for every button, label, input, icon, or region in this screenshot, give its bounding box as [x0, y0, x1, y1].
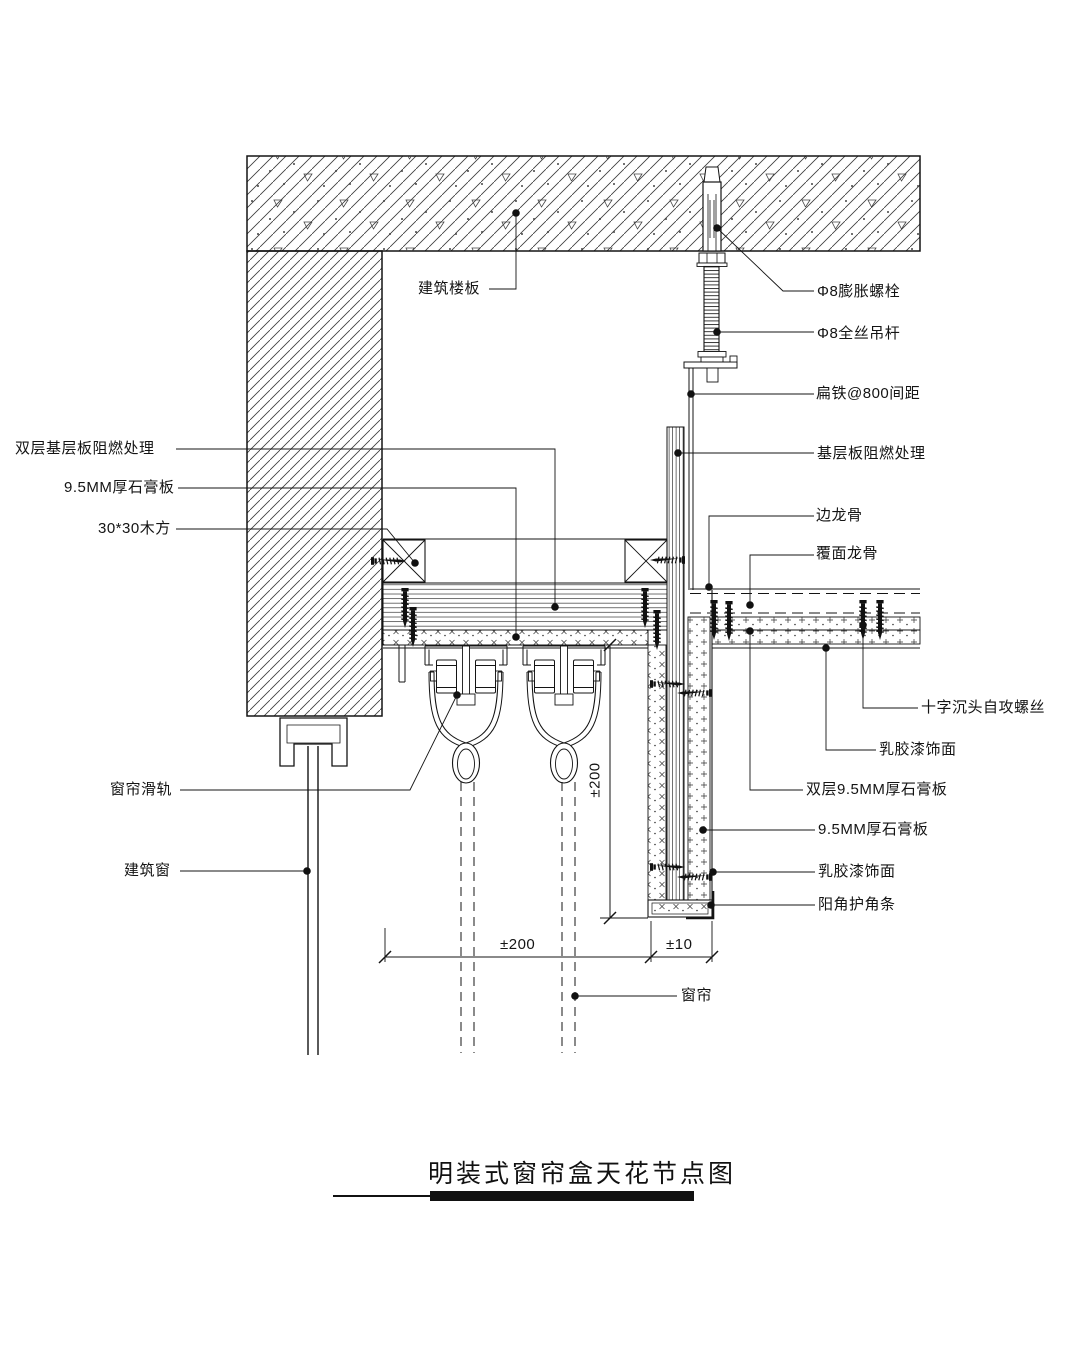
label-flat-iron-spacing: 扁铁@800间距 [816, 385, 921, 402]
dim-panel-thickness: ±10 [666, 936, 693, 953]
double-base-board-band [382, 582, 668, 631]
concrete-slab [246, 155, 921, 252]
label-latex-paint-side: 乳胶漆饰面 [818, 863, 896, 880]
structural-wall [246, 250, 383, 717]
label-edge-runner: 边龙骨 [816, 507, 863, 524]
expansion-anchor [702, 166, 722, 252]
label-hanger-rod: Φ8全丝吊杆 [817, 325, 901, 342]
label-base-board-fireproof: 基层板阻燃处理 [817, 445, 926, 462]
base-board-vertical [666, 426, 685, 901]
curtain-fabric-lines [460, 782, 576, 1053]
label-self-tapping-screw: 十字沉头自攻螺丝 [921, 699, 1046, 716]
curtain-trolley-1 [424, 645, 508, 784]
dim-box-depth: ±200 [586, 762, 604, 798]
label-curtain: 窗帘 [681, 987, 713, 1004]
label-double-gypsum: 双层9.5MM厚石膏板 [806, 781, 948, 798]
label-corner-bead: 阳角护角条 [818, 896, 896, 913]
leader-lines [176, 213, 918, 997]
label-wood-block: 30*30木方 [98, 520, 171, 537]
label-cover-runner: 覆面龙骨 [816, 545, 879, 562]
corner-bead [686, 891, 715, 920]
dimension-vertical [600, 638, 648, 925]
drawing-title: 明装式窗帘盒天花节点图 [428, 1160, 737, 1188]
label-curtain-rail: 窗帘滑轨 [110, 781, 173, 798]
window-glazing [307, 746, 319, 1055]
wood-block-right [624, 539, 668, 583]
title-underline-thick [430, 1191, 694, 1201]
box-left-closure [398, 645, 406, 683]
window-frame [279, 717, 348, 767]
label-double-base-board-fireproof: 双层基层板阻燃处理 [15, 440, 155, 457]
leader-dots [303, 209, 867, 1000]
label-expansion-bolt: Φ8膨胀螺栓 [817, 283, 901, 300]
dim-box-width: ±200 [500, 936, 536, 953]
label-gypsum-left: 9.5MM厚石膏板 [64, 479, 175, 496]
label-building-window: 建筑窗 [124, 862, 171, 879]
hanger-rod-assembly [683, 252, 738, 383]
title-underline-thin [333, 1195, 431, 1197]
flat-iron-strap [688, 368, 694, 590]
ceiling-double-gypsum [711, 616, 921, 649]
ceiling-runners [690, 588, 920, 614]
dimension-horizontal [378, 921, 719, 964]
label-latex-paint-top: 乳胶漆饰面 [879, 741, 957, 758]
label-gypsum-side: 9.5MM厚石膏板 [818, 821, 929, 838]
label-building-slab: 建筑楼板 [418, 280, 481, 297]
